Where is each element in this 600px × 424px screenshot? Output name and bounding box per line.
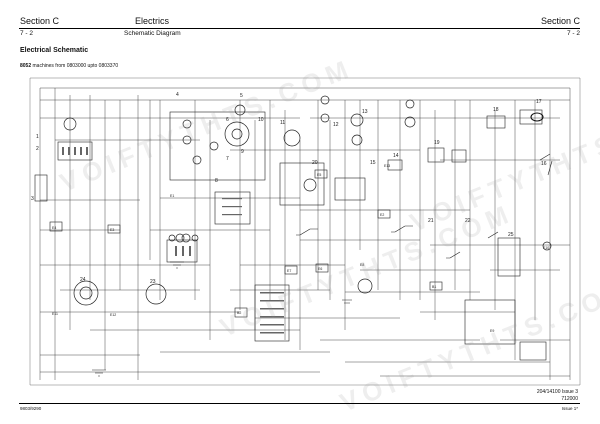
connector-code-6: E7 — [287, 269, 291, 273]
component-number-19: 19 — [434, 140, 440, 146]
page-number-left: 7 - 2 — [20, 30, 34, 37]
component-number-1: 1 — [36, 134, 39, 140]
model-number: 8052 — [20, 63, 32, 69]
serial-range: machines from 0803000 upto 0803370 — [32, 63, 119, 69]
component-number-13: 13 — [362, 109, 368, 115]
connector-code-3: E5 — [317, 173, 321, 177]
component-number-21: 21 — [428, 218, 434, 224]
connector-code-4: E2 — [380, 213, 384, 217]
component-number-25: 25 — [508, 232, 514, 238]
connector-code-12: E11 — [52, 312, 58, 316]
component-number-7: 7 — [226, 156, 229, 162]
section-label-right: Section C — [540, 16, 580, 26]
component-number-4: 4 — [176, 92, 179, 98]
connector-code-14: E10 — [543, 246, 549, 250]
connector-code-13: E12 — [110, 313, 116, 317]
component-number-17: 17 — [536, 99, 542, 105]
section-title: Electrics — [135, 16, 170, 26]
component-number-14: 14 — [393, 153, 399, 159]
component-number-24: 24 — [80, 277, 86, 283]
component-number-6: 6 — [226, 117, 229, 123]
component-number-3: 3 — [31, 196, 34, 202]
drawing-reference: 204/14100 Issue 3 — [536, 389, 578, 395]
component-number-5: 5 — [240, 93, 243, 99]
header-rule — [19, 28, 580, 29]
connector-code-1: E4 — [52, 226, 56, 230]
drawing-number: 712000 — [561, 396, 578, 402]
component-number-9: 9 — [241, 149, 244, 155]
footer-rule — [19, 403, 580, 404]
component-number-23: 23 — [150, 279, 156, 285]
component-number-15: 15 — [370, 160, 376, 166]
section-label-left: Section C — [20, 16, 60, 26]
connector-code-15: E13 — [384, 164, 390, 168]
connector-code-8: B2 — [237, 311, 241, 315]
component-number-16: 16 — [541, 161, 547, 167]
component-number-20: 20 — [312, 160, 318, 166]
page-subtitle: Schematic Diagram — [124, 30, 181, 37]
connector-code-7: B1 — [432, 285, 436, 289]
connector-code-5: E6 — [318, 267, 322, 271]
footer-issue: Issue 1* — [561, 406, 578, 411]
component-number-2: 2 — [36, 146, 39, 152]
schematic-title: Electrical Schematic — [20, 47, 89, 54]
footer-document-number: 9803/9290 — [20, 406, 42, 411]
applicability-note: 8052 machines from 0803000 upto 0803370 — [20, 63, 118, 69]
connector-code-11: E1 — [170, 194, 174, 198]
component-number-12: 12 — [333, 122, 339, 128]
component-number-8: 8 — [215, 178, 218, 184]
component-number-18: 18 — [493, 107, 499, 113]
component-number-10: 10 — [258, 117, 264, 123]
component-number-22: 22 — [465, 218, 471, 224]
component-number-11: 11 — [280, 120, 285, 126]
page-number-right: 7 - 2 — [566, 30, 580, 37]
connector-code-9: E8 — [360, 263, 364, 267]
connector-code-10: E9 — [490, 329, 494, 333]
connector-code-2: E3 — [110, 228, 114, 232]
